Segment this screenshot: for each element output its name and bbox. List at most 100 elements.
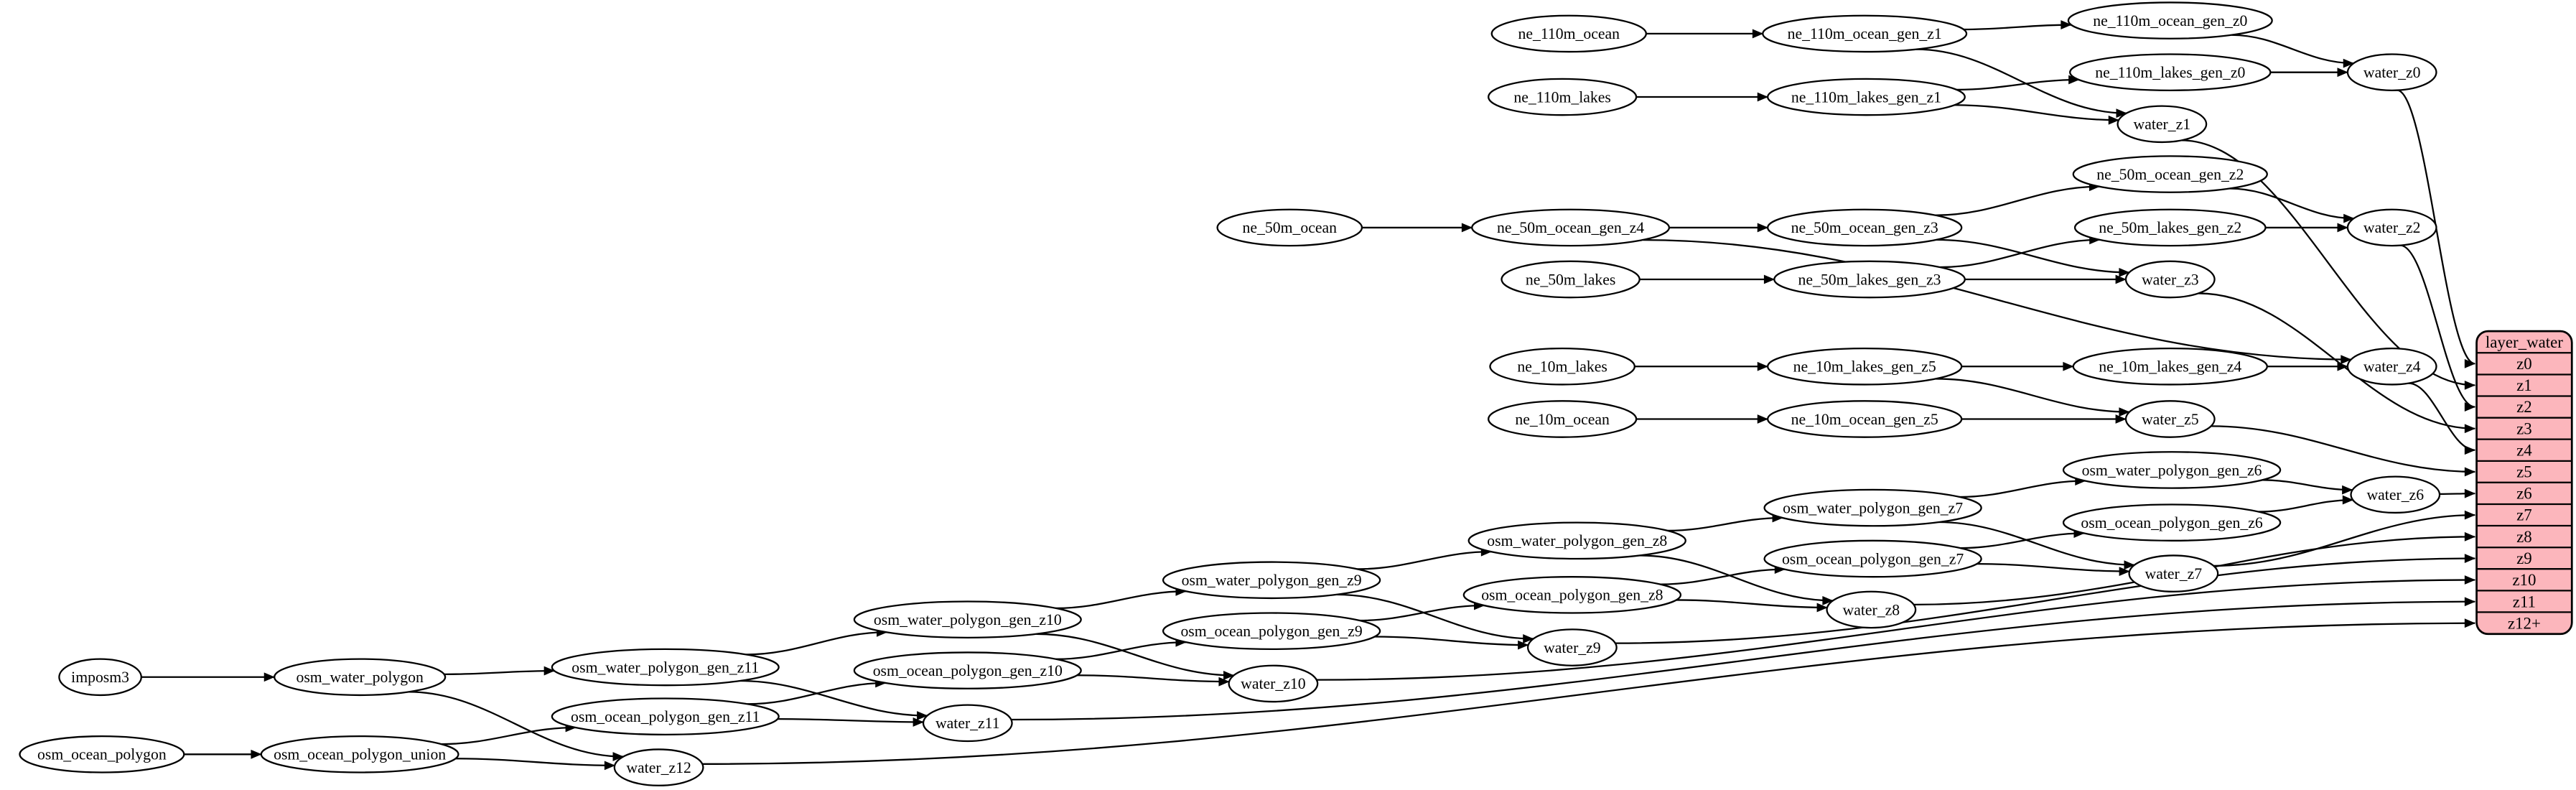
node-ne-50m-lakes-gen-z3: ne_50m_lakes_gen_z3: [1773, 260, 1966, 299]
node-osm-ocean-polygon-gen-z9: osm_ocean_polygon_gen_z9: [1162, 612, 1381, 650]
svg-text:z0: z0: [2516, 355, 2532, 373]
node-label: ne_110m_ocean_gen_z1: [1788, 25, 1942, 42]
edge-ne_110m_ocean_gen_z1-to-ne_110m_ocean_gen_z0: [1964, 20, 2072, 31]
node-ne-110m-lakes: ne_110m_lakes: [1488, 78, 1638, 116]
layer-water-record: layer_water z0 z1 z2 z3 z4 z5 z6 z7 z8 z…: [2475, 330, 2573, 636]
layer-water-row-z4: z4: [2516, 441, 2532, 459]
node-ne-110m-ocean: ne_110m_ocean: [1490, 14, 1647, 53]
edge-osm_ocean_polygon_gen_z11-to-osm_ocean_polygon_gen_z10: [747, 678, 887, 705]
layer-water-row-z5: z5: [2516, 463, 2532, 481]
edge-water_z11-to-layer_water.z11: [1011, 597, 2476, 721]
edge-osm_water_polygon_gen_z8-to-osm_water_polygon_gen_z7: [1667, 513, 1783, 532]
node-label: water_z8: [1843, 601, 1900, 618]
edge-ne_110m_lakes_gen_z1-to-water_z1: [1954, 104, 2119, 125]
edge-water_z12-to-layer_water.z12+: [702, 618, 2476, 765]
node-label: ne_50m_lakes_gen_z2: [2099, 219, 2241, 236]
node-label: osm_water_polygon_gen_z6: [2082, 462, 2262, 479]
edge-osm_water_polygon_gen_z11-to-water_z11: [739, 679, 928, 720]
node-water-z10: water_z10: [1228, 664, 1319, 703]
edge-osm_water_polygon_gen_z10-to-water_z10: [1036, 633, 1235, 680]
node-label: osm_ocean_polygon_gen_z6: [2081, 514, 2262, 531]
edge-osm_water_polygon_gen_z7-to-water_z7: [1938, 521, 2135, 570]
node-water-z9: water_z9: [1526, 628, 1618, 666]
node-label: water_z11: [935, 715, 1000, 732]
node-label: ne_10m_ocean: [1515, 411, 1610, 428]
node-label: ne_10m_lakes: [1517, 358, 1607, 376]
layer-water-row-z6: z6: [2516, 485, 2532, 503]
svg-text:z7: z7: [2516, 506, 2532, 524]
node-ne-110m-ocean-gen-z1: ne_110m_ocean_gen_z1: [1762, 14, 1968, 53]
node-label: water_z2: [2363, 219, 2421, 236]
svg-text:z2: z2: [2516, 398, 2532, 416]
layer-water-row-z0: z0: [2516, 355, 2532, 373]
node-label: ne_10m_lakes_gen_z5: [1793, 358, 1936, 376]
edge-osm_ocean_polygon_gen_z10-to-water_z10: [1077, 674, 1230, 687]
node-ne-50m-ocean: ne_50m_ocean: [1216, 208, 1363, 247]
node-ne-50m-ocean-gen-z4: ne_50m_ocean_gen_z4: [1471, 208, 1671, 247]
svg-text:z1: z1: [2516, 376, 2532, 394]
node-label: water_z4: [2363, 358, 2421, 376]
node-osm-water-polygon: osm_water_polygon: [274, 658, 447, 697]
edge-water_z6-to-layer_water.z6: [2440, 488, 2476, 498]
edge-water_z9-to-layer_water.z9: [1615, 554, 2476, 644]
svg-text:z11: z11: [2513, 592, 2536, 610]
node-label: osm_ocean_polygon_gen_z7: [1782, 550, 1964, 567]
node-label: ne_50m_ocean_gen_z4: [1497, 219, 1644, 236]
node-label: osm_water_polygon_gen_z11: [571, 659, 759, 676]
node-ne-10m-lakes: ne_10m_lakes: [1489, 347, 1635, 386]
node-ne-50m-lakes: ne_50m_lakes: [1501, 260, 1641, 299]
svg-text:z4: z4: [2516, 441, 2532, 459]
edge-osm_ocean_polygon_gen_z11-to-water_z11: [778, 717, 924, 727]
edge-ne_10m_lakes_gen_z5-to-water_z5: [1936, 378, 2130, 417]
node-label: water_z12: [626, 759, 691, 776]
layer-water-row-z12plus: z12+: [2508, 614, 2541, 632]
node-label: water_z5: [2142, 411, 2199, 428]
edge-osm_water_polygon-to-osm_water_polygon_gen_z11: [444, 666, 555, 676]
edge-osm_water_polygon_gen_z11-to-osm_water_polygon_gen_z10: [746, 627, 888, 656]
layer-water-row-z7: z7: [2516, 506, 2532, 524]
svg-text:z6: z6: [2516, 485, 2532, 503]
edge-ne_50m_ocean_gen_z2-to-water_z2: [2229, 187, 2355, 223]
node-ne-50m-ocean-gen-z2: ne_50m_ocean_gen_z2: [2072, 155, 2268, 193]
node-ne-110m-lakes-gen-z1: ne_110m_lakes_gen_z1: [1767, 78, 1966, 116]
node-osm-ocean-polygon-union: osm_ocean_polygon_union: [260, 735, 459, 773]
edge-osm_ocean_polygon_gen_z9-to-water_z9: [1374, 636, 1529, 650]
node-label: water_z0: [2363, 64, 2421, 81]
node-ne-50m-ocean-gen-z3: ne_50m_ocean_gen_z3: [1767, 208, 1963, 247]
edge-water_z5-to-layer_water.z5: [2211, 425, 2476, 477]
node-label: water_z9: [1544, 639, 1601, 656]
edge-water_z3-to-layer_water.z3: [2198, 292, 2476, 434]
edge-water_z2-to-layer_water.z2: [2399, 244, 2476, 412]
svg-text:z12+: z12+: [2508, 614, 2541, 632]
node-osm-water-polygon-gen-z7: osm_water_polygon_gen_z7: [1763, 488, 1982, 527]
layer-water-row-z10: z10: [2512, 571, 2536, 589]
node-water-z6: water_z6: [2350, 475, 2441, 514]
edge-ne_110m_lakes_gen_z1-to-ne_110m_lakes_gen_z0: [1956, 75, 2080, 91]
node-osm-water-polygon-gen-z10: osm_water_polygon_gen_z10: [853, 600, 1082, 638]
svg-text:z5: z5: [2516, 463, 2532, 481]
node-label: osm_water_polygon_gen_z8: [1487, 532, 1667, 549]
node-ne-10m-ocean: ne_10m_ocean: [1488, 400, 1638, 438]
edge-water_z4-to-layer_water.z4: [2408, 382, 2476, 455]
layer-water-row-z8: z8: [2516, 528, 2532, 546]
svg-text:z9: z9: [2516, 549, 2532, 567]
edge-osm_water_polygon_gen_z9-to-osm_water_polygon_gen_z8: [1357, 547, 1493, 570]
edge-osm_ocean_polygon_union-to-water_z12: [455, 758, 616, 771]
node-ne-10m-lakes-gen-z5: ne_10m_lakes_gen_z5: [1767, 347, 1963, 386]
layer-water-row-z3: z3: [2516, 419, 2532, 437]
node-ne-10m-ocean-gen-z5: ne_10m_ocean_gen_z5: [1767, 400, 1963, 438]
node-label: osm_ocean_polygon_gen_z9: [1180, 623, 1362, 640]
edge-ne_50m_lakes_gen_z3-to-ne_50m_lakes_gen_z2: [1940, 235, 2101, 269]
edge-ne_50m_ocean_gen_z4-to-water_z4: [1643, 238, 2352, 365]
node-water-z12: water_z12: [613, 748, 704, 786]
node-label: osm_ocean_polygon_gen_z8: [1481, 587, 1663, 604]
edge-osm_ocean_polygon_gen_z10-to-osm_ocean_polygon_gen_z9: [1055, 637, 1187, 660]
node-water-z5: water_z5: [2124, 400, 2216, 438]
node-label: ne_110m_lakes: [1513, 88, 1611, 106]
node-osm-water-polygon-gen-z11: osm_water_polygon_gen_z11: [551, 648, 780, 687]
node-label: osm_ocean_polygon_gen_z10: [873, 662, 1063, 679]
node-label: ne_50m_ocean_gen_z3: [1791, 219, 1938, 236]
edge-osm_ocean_polygon_gen_z6-to-water_z6: [2258, 495, 2354, 513]
edge-osm_ocean_polygon_gen_z8-to-water_z8: [1676, 599, 1828, 613]
node-osm-water-polygon-gen-z8: osm_water_polygon_gen_z8: [1467, 521, 1686, 560]
